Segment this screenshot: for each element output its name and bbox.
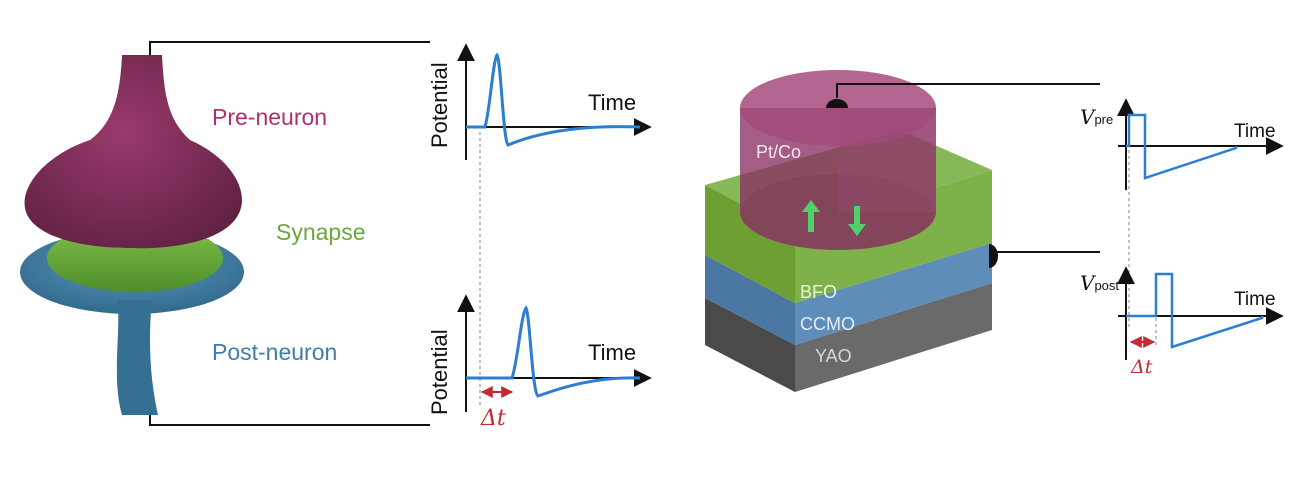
neuron-illustration: Pre-neuron Synapse Post-neuron (20, 41, 430, 426)
electrode-label: Pt/Co (756, 142, 801, 162)
x-axis-label: Time (588, 90, 636, 115)
bfo-layer-left (705, 185, 795, 303)
down-arrow-icon (848, 206, 866, 236)
delta-t-label: Δt (480, 406, 506, 431)
x-axis-label: Time (1234, 121, 1276, 142)
top-probe-wire (836, 83, 1100, 98)
pt-co-electrode (740, 70, 936, 250)
probe-contact-icon (826, 99, 848, 108)
post-pulse-trace (1126, 272, 1264, 349)
up-arrow-icon (802, 200, 820, 232)
pre-pulse-trace (1126, 113, 1238, 180)
yao-label: YAO (815, 346, 852, 366)
delta-t-label: Δt (1130, 356, 1153, 378)
pre-neuron-label: Pre-neuron (212, 104, 327, 130)
bfo-label: BFO (800, 282, 837, 302)
ccmo-layer-right (795, 243, 992, 345)
x-axis-label: Time (588, 340, 636, 365)
y-axis-label: Potential (427, 62, 452, 148)
post-neuron-label: Post-neuron (212, 339, 337, 365)
yao-layer-left (705, 298, 795, 392)
y-axis-label: Vpre (1080, 105, 1113, 129)
x-axis-label: Time (1234, 289, 1276, 310)
device-plot-post: Δt Vpost Time (1080, 266, 1284, 378)
y-axis-label: Potential (427, 329, 452, 415)
pre-neuron-body (24, 55, 242, 249)
probe-contact-icon (989, 244, 998, 268)
post-spike-trace (466, 305, 641, 398)
pre-spike-trace (466, 52, 641, 147)
neuron-plot-top: Potential Time (427, 43, 652, 160)
device-illustration: Pt/Co BFO CCMO YAO (705, 70, 1100, 392)
post-connector-line (149, 412, 430, 426)
yao-layer-right (795, 283, 992, 392)
synapse-label: Synapse (276, 219, 366, 245)
y-axis-label: Vpost (1080, 271, 1119, 295)
ccmo-layer-left (705, 255, 795, 345)
device-plot-pre: Vpre Time (1080, 98, 1284, 190)
neuron-plot-bottom: Δt Potential Time (427, 294, 652, 431)
pre-connector-line (149, 41, 430, 55)
ccmo-label: CCMO (800, 314, 855, 334)
